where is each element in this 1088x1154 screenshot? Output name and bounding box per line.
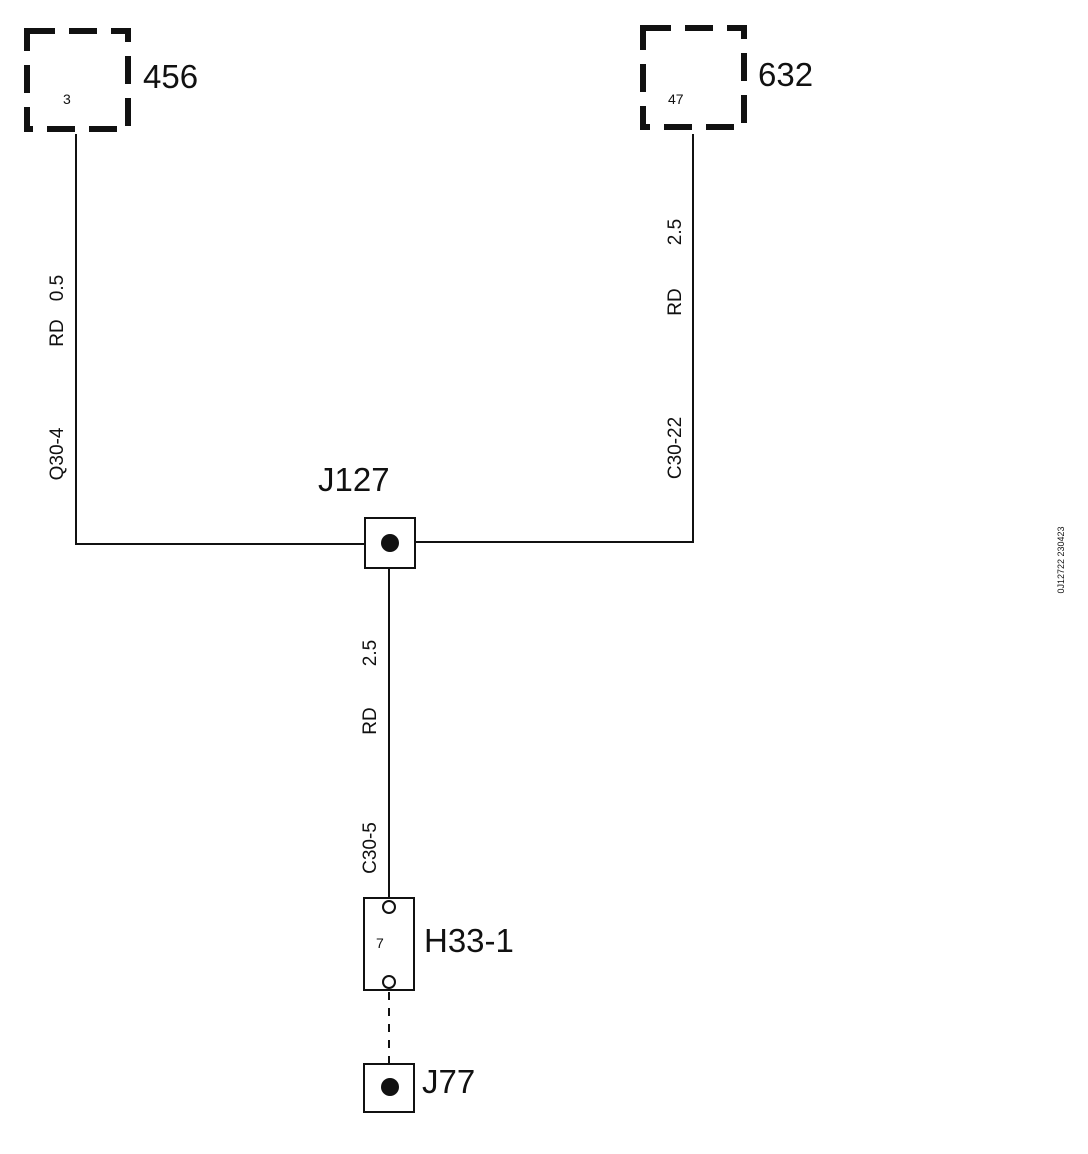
component-456-box [24, 28, 131, 132]
connector-h33-1-pin-number: 7 [376, 935, 384, 951]
figure-id: 0J12722 230423 [1056, 526, 1066, 593]
wire-bottom-connector: C30-5 [360, 822, 381, 874]
component-632-box [640, 25, 747, 130]
ground-j77-label: J77 [422, 1063, 475, 1100]
component-456: 3 456 [24, 28, 198, 132]
wire-right-size: 2.5 [665, 219, 686, 245]
connector-h33-1-label: H33-1 [424, 922, 514, 959]
wire-right [414, 134, 694, 543]
wire-bottom-size: 2.5 [360, 640, 381, 666]
splice-j127-label: J127 [318, 461, 390, 498]
component-632: 47 632 [640, 25, 813, 130]
connector-h33-1-pin-top [382, 900, 396, 914]
component-456-pin: 3 [63, 91, 71, 107]
wire-left-connector: Q30-4 [47, 427, 68, 480]
connector-h33-1-pin-bottom [382, 975, 396, 989]
wire-left-color: RD [47, 319, 68, 346]
wire-left-size: 0.5 [47, 275, 68, 301]
ground-j77-dot [381, 1078, 399, 1096]
wire-bottom-color: RD [360, 707, 381, 734]
ground-j77: J77 [363, 1063, 475, 1113]
component-456-label: 456 [143, 58, 198, 95]
splice-j127: J127 [318, 461, 416, 569]
wire-right-connector: C30-22 [665, 417, 686, 479]
component-632-label: 632 [758, 56, 813, 93]
wire-right-color: RD [665, 288, 686, 315]
component-632-pin: 47 [668, 91, 684, 107]
wire-left [75, 134, 365, 545]
connector-h33-1: 7 H33-1 [363, 897, 514, 991]
splice-j127-dot [381, 534, 399, 552]
